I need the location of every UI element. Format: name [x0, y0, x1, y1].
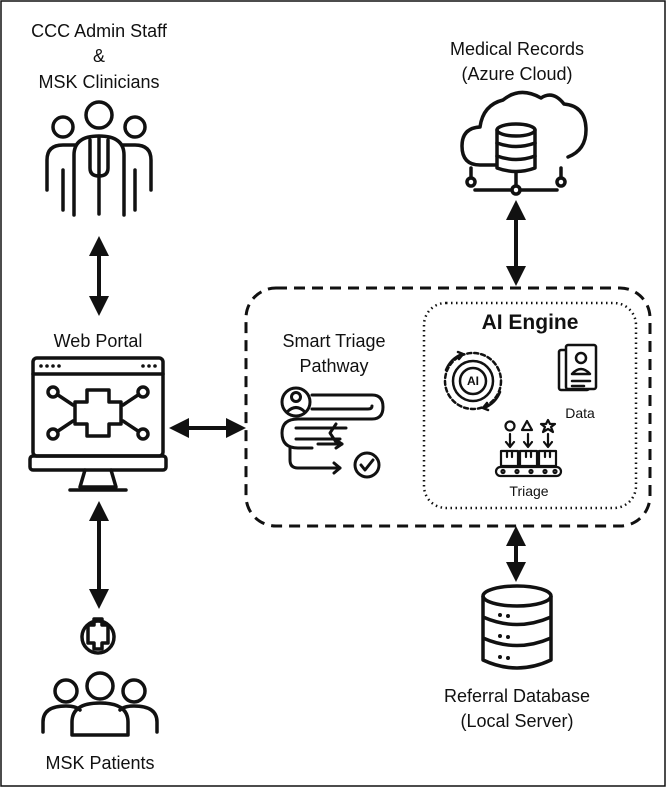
patients-icon	[41, 617, 159, 737]
system-boundary-box	[244, 286, 652, 528]
ai-gear-icon	[443, 350, 503, 412]
ai-engine-box	[422, 301, 638, 510]
patients-label: MSK Patients	[45, 753, 155, 773]
monitor-dots	[39, 364, 157, 368]
smart-triage-pathway-icon	[280, 386, 385, 479]
medical-records-label-line1: Medical Records	[449, 39, 585, 59]
medical-records-cloud-icon	[460, 90, 588, 196]
referral-database-icon	[481, 584, 553, 670]
triage-label: Triage	[509, 483, 549, 499]
data-label: Data	[565, 405, 595, 421]
referral-db-label-line2: (Local Server)	[460, 711, 574, 731]
staff-group-icon	[45, 100, 153, 217]
smart-triage-label-line2: Pathway	[299, 356, 369, 376]
staff-label-line2: &	[92, 46, 105, 66]
data-document-icon	[557, 343, 598, 392]
medical-records-label-line2: (Azure Cloud)	[461, 64, 573, 84]
triage-conveyor-icon	[494, 418, 563, 478]
database-indicator-dots	[498, 613, 510, 660]
referral-db-label-line1: Referral Database	[443, 686, 591, 706]
web-portal-monitor-icon	[28, 356, 168, 492]
ai-engine-title: AI Engine	[481, 311, 579, 334]
smart-triage-label-line1: Smart Triage	[282, 331, 386, 351]
staff-label-line1: CCC Admin Staff	[31, 21, 167, 41]
web-portal-label: Web Portal	[53, 331, 143, 351]
staff-label-line3: MSK Clinicians	[38, 72, 160, 92]
ai-engine-badge: AI	[467, 374, 479, 388]
